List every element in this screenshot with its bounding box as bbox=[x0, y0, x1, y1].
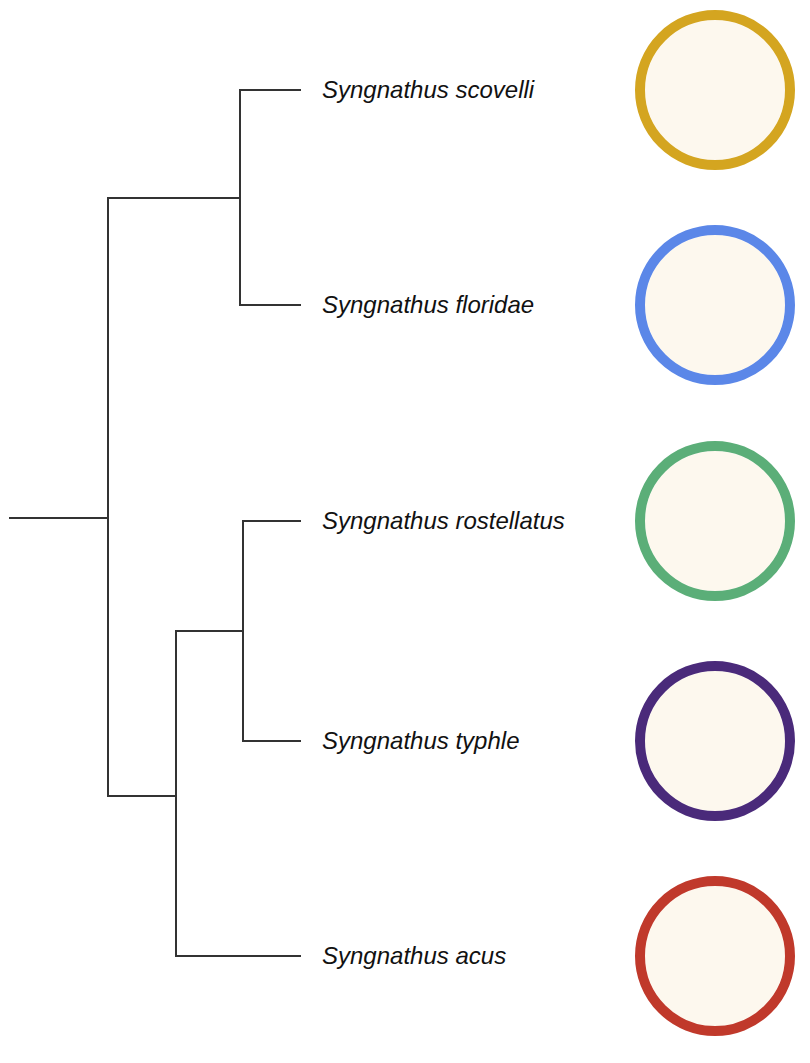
branch bbox=[243, 740, 300, 742]
icon-ground bbox=[645, 235, 785, 375]
pipefish-icon bbox=[620, 666, 790, 826]
icon-ground bbox=[645, 671, 785, 811]
fish-eye bbox=[698, 510, 716, 528]
branch bbox=[240, 304, 300, 306]
pipefish-icon bbox=[620, 446, 790, 606]
icon-ring bbox=[640, 230, 790, 380]
species-icons bbox=[620, 15, 790, 1041]
branch bbox=[239, 90, 241, 305]
fish-pupil bbox=[704, 516, 711, 523]
species-name: Syngnathus typhle bbox=[322, 727, 519, 756]
icon-ring bbox=[640, 881, 790, 1031]
branch bbox=[108, 795, 176, 797]
species-name: Syngnathus scovelli bbox=[322, 76, 534, 105]
fish-eye bbox=[698, 294, 716, 312]
icon-ground bbox=[645, 886, 785, 1026]
branch bbox=[176, 955, 300, 957]
icon-ring bbox=[640, 446, 790, 596]
fish-pupil bbox=[704, 300, 711, 307]
species-name: Syngnathus acus bbox=[322, 942, 506, 971]
icon-ground bbox=[645, 451, 785, 591]
icon-ring bbox=[640, 666, 790, 816]
icon-ring bbox=[640, 15, 790, 165]
branch bbox=[107, 198, 109, 796]
branch bbox=[175, 631, 177, 956]
root-branch bbox=[10, 517, 108, 519]
pipefish-icon bbox=[620, 15, 790, 175]
species-name: Syngnathus floridae bbox=[322, 291, 534, 320]
fish-eye bbox=[698, 730, 716, 748]
species-name: Syngnathus rostellatus bbox=[322, 507, 565, 536]
pipefish-icon bbox=[620, 230, 790, 390]
fish-pupil bbox=[704, 951, 711, 958]
fish-pupil bbox=[704, 85, 711, 92]
branch bbox=[243, 520, 300, 522]
branch bbox=[176, 630, 243, 632]
pipefish-icon bbox=[620, 881, 790, 1041]
branch bbox=[108, 197, 240, 199]
fish-pupil bbox=[704, 736, 711, 743]
tree-branches bbox=[10, 90, 300, 956]
fish-eye bbox=[698, 945, 716, 963]
branch bbox=[240, 89, 300, 91]
icon-ground bbox=[645, 20, 785, 160]
branch bbox=[242, 521, 244, 741]
fish-eye bbox=[698, 79, 716, 97]
